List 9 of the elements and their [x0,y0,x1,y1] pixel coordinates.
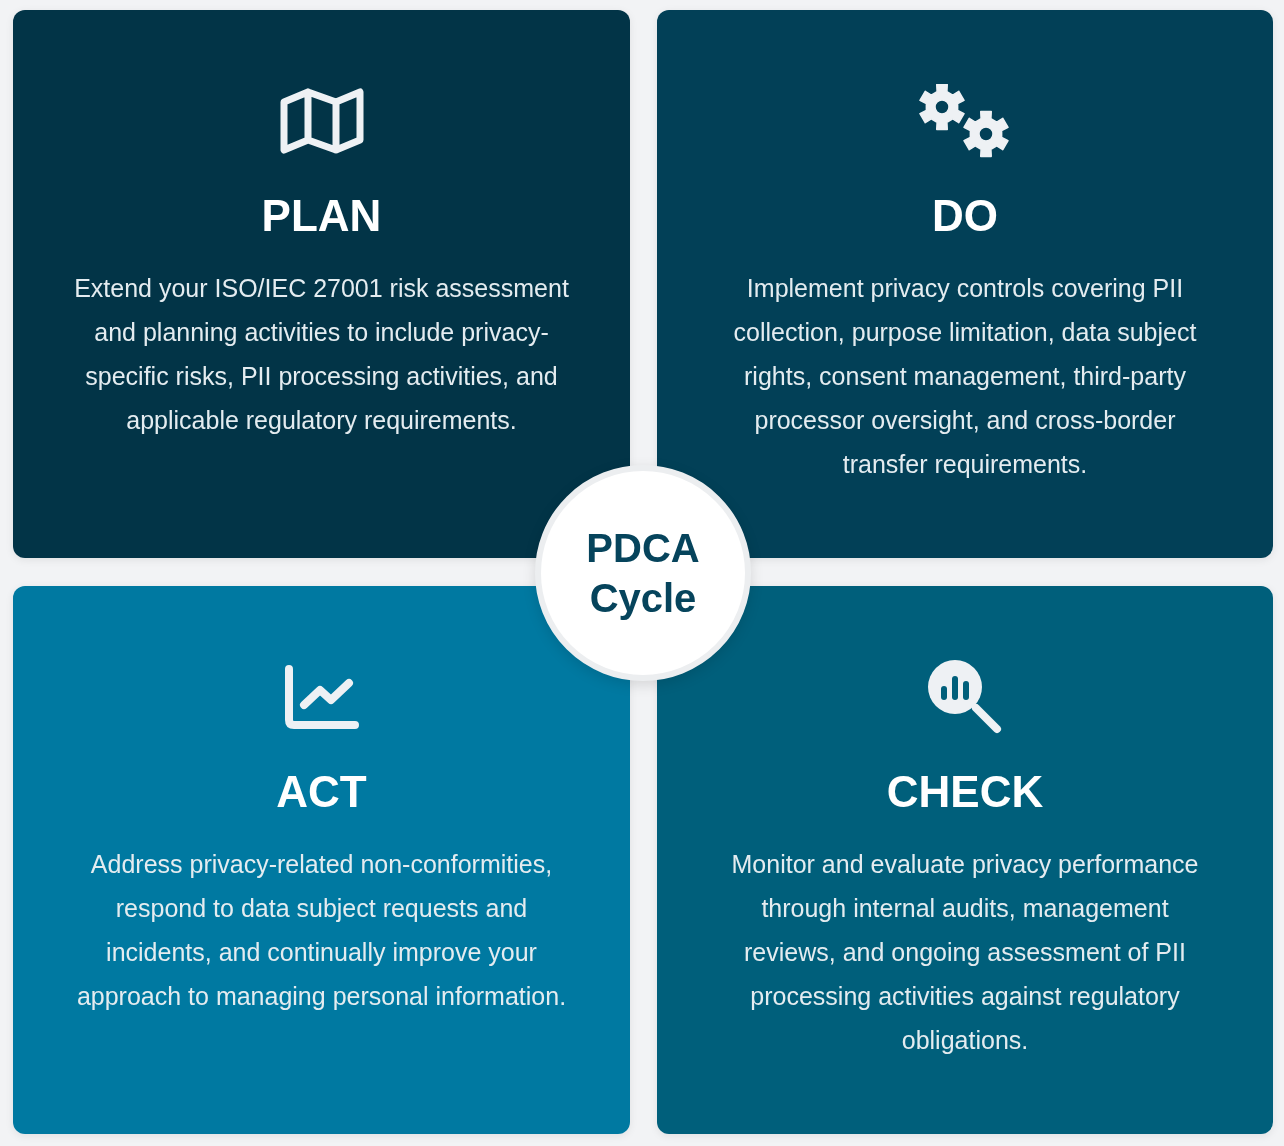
card-heading: PLAN [261,190,382,242]
card-description: Extend your ISO/IEC 27001 risk assessment and planning activities to include privacy-specific risks, PII processing activities, and applicable regulatory requirements. [73,273,570,436]
circle-label: PDCA Cycle [585,525,701,622]
card-description: Monitor and evaluate privacy performance through internal audits, management reviews, and ongoing assessment of PII processing activities against regulatory obligations. [730,849,1200,1056]
card-heading: ACT [276,766,367,818]
card-heading: CHECK [886,766,1044,818]
card-description: Implement privacy controls covering PII collection, purpose limitation, data subject rights, consent management, third-party processor oversight, and cross-border transfer requirements. [732,273,1198,480]
card-description: Address privacy-related non-conformities, respond to data subject requests and incidents, and continually improve your approach to managing personal information. [75,849,568,1012]
card-heading: DO [932,190,998,242]
